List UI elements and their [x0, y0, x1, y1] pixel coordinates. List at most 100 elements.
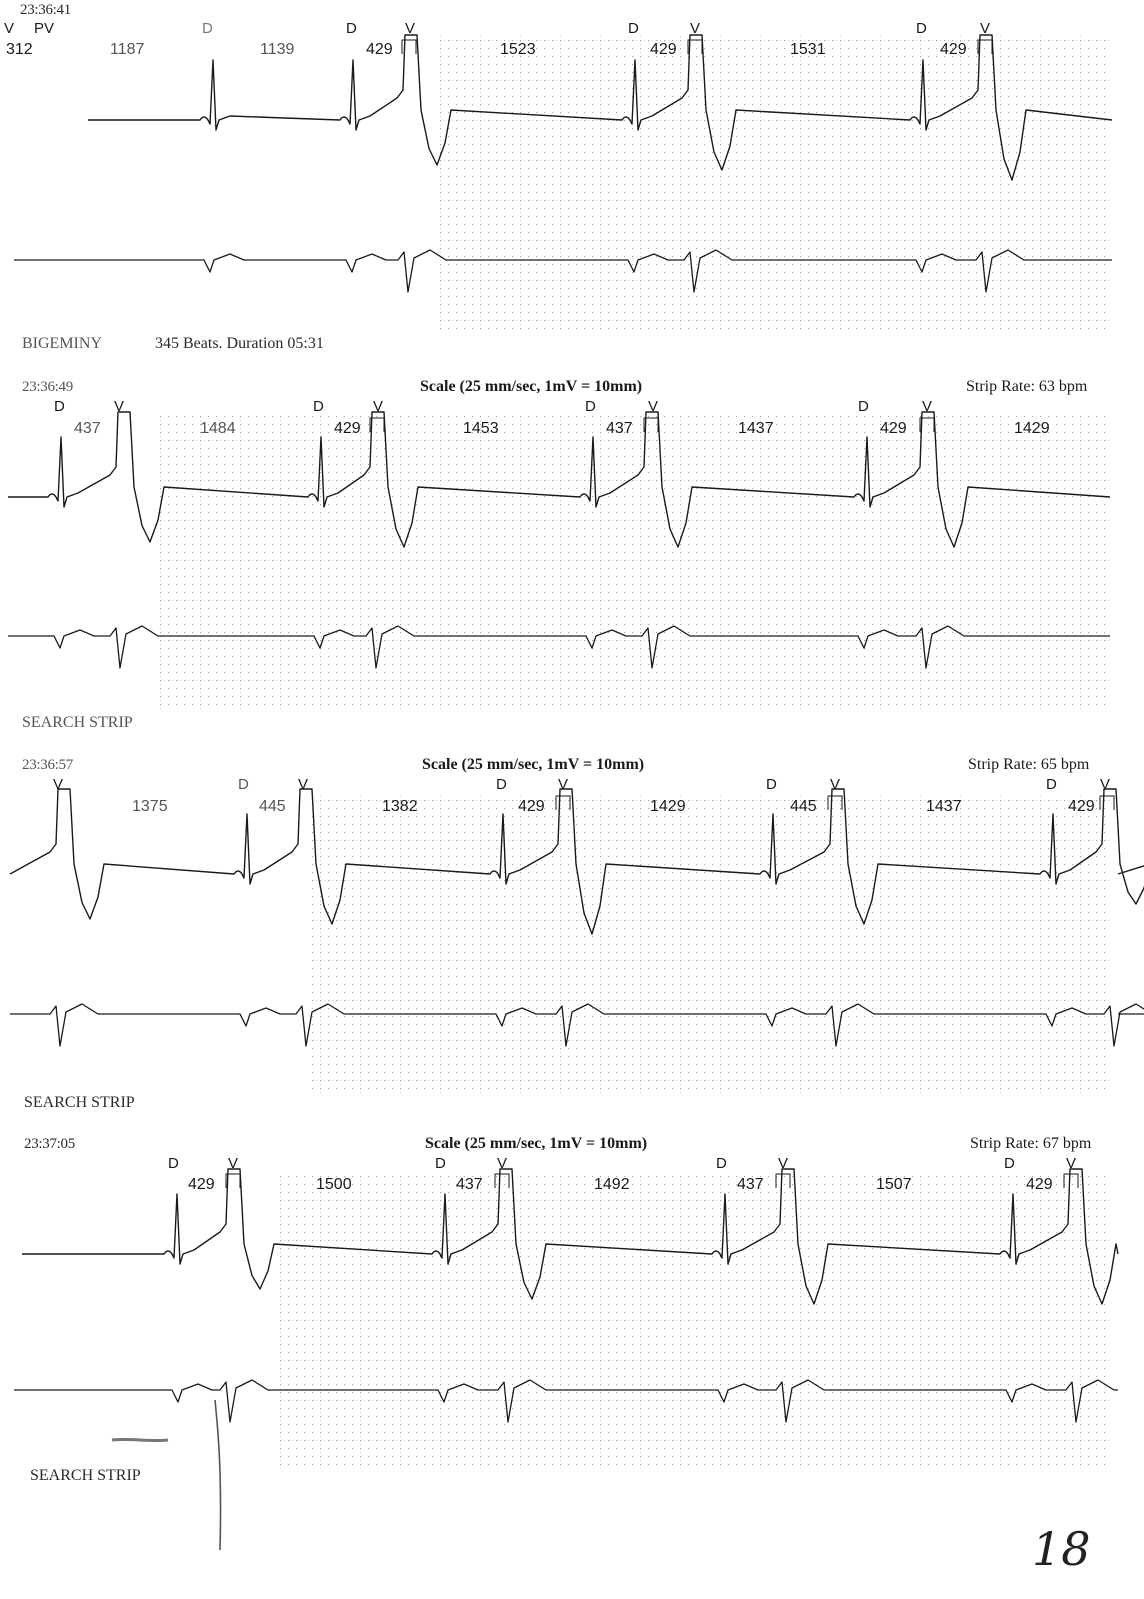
strip-4-interval: 1507	[876, 1176, 912, 1193]
strip-2-mark-v: V	[114, 398, 125, 415]
ecg-grid-major	[440, 36, 1110, 330]
strip-3-mark-v: V	[558, 776, 569, 793]
strip-3-lead-2-trace	[10, 1003, 1144, 1047]
v-beat-bracket	[827, 795, 843, 810]
strip-3-mark-v: V	[53, 776, 64, 793]
strip-2-mark-d: D	[313, 398, 324, 415]
strip-4-interval: 437	[737, 1176, 764, 1193]
strip-2-mark-d: D	[858, 398, 869, 415]
strip-1-mark-d: D	[628, 20, 639, 37]
strip-2-interval: 1429	[1014, 420, 1050, 437]
strip-2-mark-v: V	[648, 398, 659, 415]
strip-1-timestamp: 23:36:41	[20, 2, 71, 18]
strip-3-mark-d: D	[1046, 776, 1057, 793]
strip-3-interval: 1437	[926, 798, 962, 815]
strip-2-rhythm-label: BIGEMINY	[22, 335, 102, 352]
strip-4-lead-2-trace	[14, 1379, 1118, 1423]
strip-4-mark-d: D	[168, 1155, 179, 1172]
strip-2-interval: 437	[74, 420, 101, 437]
strip-4-mark-d: D	[1004, 1155, 1015, 1172]
strip-4-rhythm-label: SEARCH STRIP	[24, 1094, 135, 1111]
strip-2-interval: 1484	[200, 420, 236, 437]
pen-stroke	[214, 1399, 222, 1551]
ecg-grid-major	[310, 794, 1110, 1094]
strip-3-interval: 445	[259, 798, 286, 815]
strip-1-mark-v: V	[980, 20, 991, 37]
strip-4-interval: 437	[456, 1176, 483, 1193]
strip-1-interval: 1139	[260, 41, 295, 58]
strip-3-mark-d: D	[496, 776, 507, 793]
strip-2-strip-rate: Strip Rate: 63 bpm	[966, 378, 1088, 395]
strip-1-mark-d: D	[346, 20, 357, 37]
strip-4-scale: Scale (25 mm/sec, 1mV = 10mm)	[425, 1135, 648, 1152]
strip-4-timestamp: 23:37:05	[24, 1136, 75, 1152]
strip-1-mark-d: D	[202, 20, 213, 37]
v-beat-bracket	[977, 39, 993, 54]
v-beat-bracket	[775, 1173, 791, 1188]
strip-1-interval: 429	[366, 41, 393, 58]
strip-1-interval: 429	[940, 41, 967, 58]
v-beat-bracket	[643, 417, 659, 432]
strip-2-interval: 1453	[463, 420, 499, 437]
strip-2-interval: 429	[334, 420, 361, 437]
strip-4-mark-v: V	[497, 1155, 508, 1172]
strip-1-interval: 1531	[790, 41, 826, 58]
footer-rhythm-label: SEARCH STRIP	[30, 1467, 141, 1484]
strip-4-mark-v: V	[228, 1155, 239, 1172]
strip-1-interval: 312	[6, 41, 33, 58]
strip-3-interval: 1382	[382, 798, 418, 815]
strip-4-interval: 1492	[594, 1176, 630, 1193]
strip-1-lead-2-trace	[14, 249, 1112, 293]
strip-1-mark-v: V	[4, 20, 15, 37]
strip-3-mark-v: V	[830, 776, 841, 793]
strip-4-mark-v: V	[1066, 1155, 1077, 1172]
strip-1-lead-1-trace	[88, 34, 1113, 181]
strip-4-mark-d: D	[716, 1155, 727, 1172]
v-beat-bracket	[401, 39, 417, 54]
strip-2-mark-d: D	[585, 398, 596, 415]
strip-3-rhythm-label: SEARCH STRIP	[22, 714, 133, 731]
strip-3-strip-rate: Strip Rate: 65 bpm	[968, 756, 1090, 773]
strip-1-interval: 1523	[500, 41, 536, 58]
strip-4-interval: 429	[188, 1176, 215, 1193]
strip-4-mark-v: V	[778, 1155, 789, 1172]
strip-2-interval: 1437	[738, 420, 774, 437]
strip-3-timestamp: 23:36:57	[22, 757, 73, 773]
v-beat-bracket	[555, 795, 571, 810]
v-beat-bracket	[1099, 795, 1115, 810]
strip-3-interval: 429	[518, 798, 545, 815]
strip-2-interval: 437	[606, 420, 633, 437]
strip-1-interval: 1187	[110, 41, 145, 58]
strip-3-mark-d: D	[766, 776, 777, 793]
strip-3-interval: 445	[790, 798, 817, 815]
v-beat-bracket	[919, 417, 935, 432]
strip-2-mark-d: D	[54, 398, 65, 415]
strip-3-mark-v: V	[298, 776, 309, 793]
strip-4-interval: 1500	[316, 1176, 352, 1193]
strip-4-strip-rate: Strip Rate: 67 bpm	[970, 1135, 1092, 1152]
ecg-grid-major	[280, 1174, 1110, 1469]
v-beat-bracket	[225, 1173, 241, 1188]
strip-3-mark-d: D	[238, 776, 249, 793]
strip-2-timestamp: 23:36:49	[22, 379, 73, 395]
strip-1-mark-v: V	[690, 20, 701, 37]
v-beat-bracket	[687, 39, 703, 54]
strip-2-event-info: 345 Beats. Duration 05:31	[155, 335, 324, 352]
v-beat-bracket	[1063, 1173, 1079, 1188]
strip-4-mark-d: D	[435, 1155, 446, 1172]
v-beat-bracket	[494, 1173, 510, 1188]
ecg-grid-major	[160, 415, 1110, 710]
strip-4-interval: 429	[1026, 1176, 1053, 1193]
page-number: 18	[1032, 1522, 1091, 1576]
strip-2-mark-v: V	[373, 398, 384, 415]
v-beat-bracket	[369, 417, 385, 432]
strip-2-lead-2-trace	[8, 625, 1110, 669]
strip-3-mark-v: V	[1100, 776, 1111, 793]
pen-smudge	[111, 1437, 169, 1443]
strip-1-mark-pv: PV	[34, 20, 55, 37]
strip-3-interval: 1375	[132, 798, 168, 815]
strip-2-interval: 429	[880, 420, 907, 437]
strip-3-interval: 1429	[650, 798, 686, 815]
